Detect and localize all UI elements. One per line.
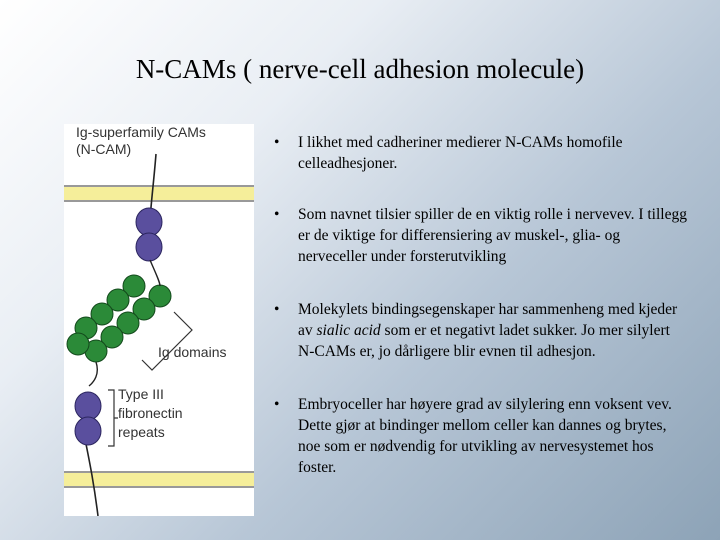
- molecule-connector: [88, 361, 98, 387]
- ig-domain: [116, 311, 140, 335]
- fibronectin-repeat: [135, 232, 163, 262]
- fibronectin-bracket: [108, 389, 118, 447]
- diagram-caption-line2: (N-CAM): [76, 141, 131, 157]
- ncam-diagram: Ig-superfamily CAMs (N-CAM): [64, 124, 254, 516]
- bullet-text: Embryoceller har høyere grad av silyleri…: [298, 396, 672, 476]
- ig-domains-bracket: [141, 311, 193, 371]
- bottom-membrane: [64, 471, 254, 488]
- bullet-item: • Molekylets bindingsegenskaper har samm…: [270, 299, 690, 362]
- bullet-text-part: som er et negativt ladet sukker. Jo mer …: [298, 322, 670, 360]
- ig-domain: [132, 297, 156, 321]
- ig-domain: [106, 288, 130, 312]
- lower-molecule-stalk: [85, 443, 99, 516]
- label-type-iii: Type III: [118, 386, 164, 402]
- molecule-connector: [149, 259, 161, 287]
- diagram-caption-line1: Ig-superfamily CAMs: [76, 124, 206, 140]
- ig-domain: [100, 325, 124, 349]
- ig-domain: [122, 274, 146, 298]
- bullet-list: • I likhet med cadheriner medierer N-CAM…: [270, 132, 690, 478]
- bullet-item: • Embryoceller har høyere grad av silyle…: [270, 394, 690, 478]
- bullet-text-part: Molekylets bindingsegenskaper har sammen…: [298, 301, 678, 339]
- top-membrane: [64, 185, 254, 202]
- bullet-dot: •: [274, 134, 280, 151]
- bullet-dot: •: [274, 396, 280, 413]
- label-fibronectin: fibronectin: [118, 405, 183, 421]
- bullet-text-emphasis: sialic acid: [316, 322, 381, 339]
- label-ig-domains: Ig domains: [158, 344, 226, 360]
- bullet-dot: •: [274, 206, 280, 223]
- bullet-dot: •: [274, 301, 280, 318]
- slide-title: N-CAMs ( nerve-cell adhesion molecule): [135, 54, 585, 84]
- bullet-text: I likhet med cadheriner medierer N-CAMs …: [298, 134, 623, 172]
- ncam-diagram-svg: Ig-superfamily CAMs (N-CAM): [64, 124, 254, 516]
- bullet-item: • Som navnet tilsier spiller de en vikti…: [270, 204, 690, 267]
- fibronectin-repeat: [74, 391, 102, 421]
- fibronectin-repeat: [135, 207, 163, 237]
- label-repeats: repeats: [118, 424, 165, 440]
- ig-domain: [66, 332, 90, 356]
- bullet-text: Som navnet tilsier spiller de en viktig …: [298, 206, 687, 265]
- ig-domain: [90, 302, 114, 326]
- bullet-item: • I likhet med cadheriner medierer N-CAM…: [270, 132, 690, 174]
- fibronectin-repeat: [74, 416, 102, 446]
